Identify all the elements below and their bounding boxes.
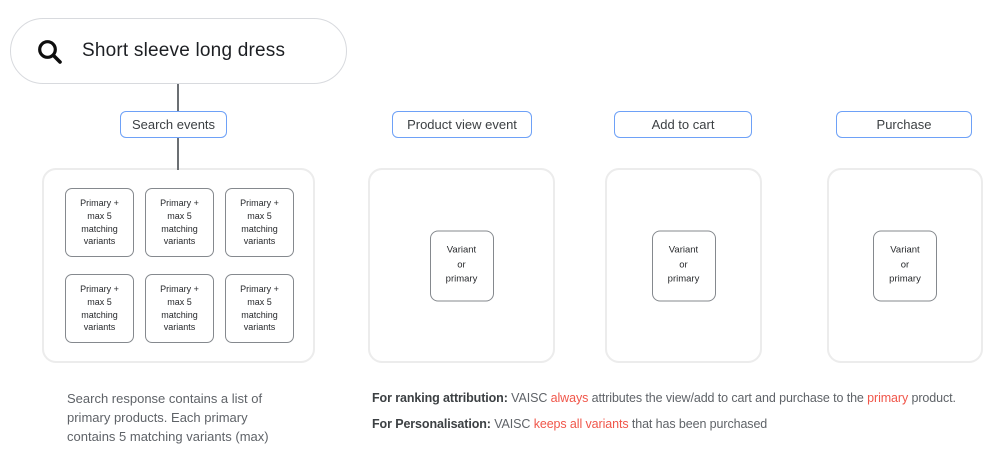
note-segment: VAISC: [507, 391, 551, 405]
note-segment: product.: [908, 391, 956, 405]
primary-product-card: Primary + max 5 matching variants: [225, 188, 294, 257]
note-segment: primary: [867, 391, 909, 405]
ranking-attribution-note: For ranking attribution: VAISC always at…: [372, 391, 987, 406]
chip-search-events: Search events: [120, 111, 227, 138]
chip-search-events-label: Search events: [131, 117, 216, 132]
search-query-text: Short sleeve long dress: [82, 40, 286, 61]
search-box[interactable]: Short sleeve long dress: [10, 18, 347, 84]
variant-or-primary-card: Variant or primary: [651, 230, 716, 301]
primary-product-card: Primary + max 5 matching variants: [65, 274, 134, 343]
primary-product-card: Primary + max 5 matching variants: [145, 274, 214, 343]
search-icon: [36, 38, 63, 65]
variant-or-primary-card: Variant or primary: [873, 230, 937, 301]
search-results-grid: Primary + max 5 matching variants Primar…: [65, 188, 294, 343]
note-segment: keeps all variants: [533, 417, 629, 431]
note-segment: VAISC: [490, 417, 534, 431]
primary-product-card: Primary + max 5 matching variants: [145, 188, 214, 257]
chip-purchase: Purchase: [836, 111, 972, 138]
product-view-container: Variant or primary: [368, 168, 555, 363]
chip-add-to-cart-label: Add to cart: [651, 117, 715, 132]
chip-product-view-event-label: Product view event: [407, 117, 517, 132]
note-segment: attributes the view/add to cart and purc…: [588, 391, 868, 405]
search-response-note: Search response contains a list of prima…: [67, 391, 269, 444]
primary-product-card: Primary + max 5 matching variants: [65, 188, 134, 257]
note-segment: For ranking attribution:: [372, 391, 508, 405]
purchase-container: Variant or primary: [827, 168, 983, 363]
personalisation-note: For Personalisation: VAISC keeps all var…: [372, 417, 987, 432]
primary-product-card: Primary + max 5 matching variants: [225, 274, 294, 343]
chip-product-view-event: Product view event: [392, 111, 532, 138]
variant-or-primary-card: Variant or primary: [429, 230, 494, 301]
chip-add-to-cart: Add to cart: [614, 111, 752, 138]
add-to-cart-container: Variant or primary: [605, 168, 762, 363]
note-segment: that has been purchased: [628, 417, 768, 431]
search-events-container: Primary + max 5 matching variants Primar…: [42, 168, 315, 363]
note-segment: For Personalisation:: [372, 417, 491, 431]
chip-purchase-label: Purchase: [876, 117, 932, 132]
attribution-notes: For ranking attribution: VAISC always at…: [372, 391, 987, 443]
note-segment: always: [550, 391, 589, 405]
